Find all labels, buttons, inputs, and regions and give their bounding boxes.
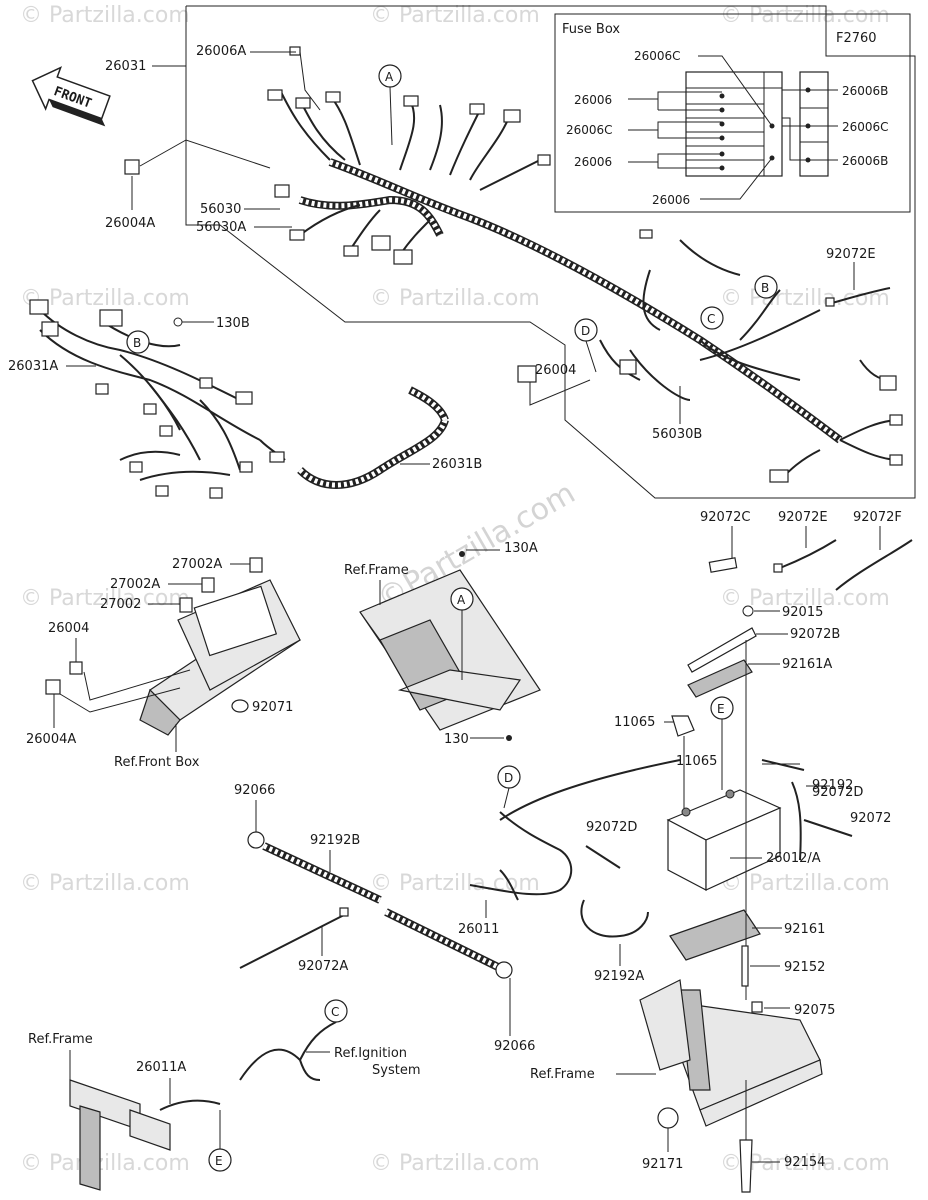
part-label: 130 [444, 732, 469, 747]
part-label: 11065 [676, 754, 717, 769]
part-label: 92075 [794, 1003, 835, 1018]
callout-c: C [707, 312, 715, 326]
part-label: 92072B [790, 627, 840, 642]
watermark: © Partzilla.com [720, 871, 890, 896]
watermark: © Partzilla.com [20, 586, 190, 611]
watermark: © Partzilla.com [370, 1151, 540, 1176]
part-label: 92072A [298, 959, 348, 974]
part-label: 26031B [432, 457, 482, 472]
watermark: © Partzilla.com [20, 871, 190, 896]
part-label: 92171 [642, 1157, 683, 1172]
part-label: 26012/A [766, 851, 821, 866]
part-label: 92192B [310, 833, 360, 848]
ref-label: System [372, 1063, 420, 1078]
front-arrow-icon: FRONT [31, 66, 111, 127]
part-label: 92072F [853, 510, 902, 525]
part-label: 92192 [812, 778, 853, 793]
part-label: 26006B [842, 154, 888, 168]
diagram-code: F2760 [836, 31, 877, 46]
watermark: © Partzilla.com [20, 1151, 190, 1176]
part-label: 26006C [566, 123, 613, 137]
part-label: 27002A [172, 557, 222, 572]
part-label: 92066 [234, 783, 275, 798]
part-label: 26006A [196, 44, 246, 59]
part-label: 92072D [586, 820, 637, 835]
part-label: 26006C [842, 120, 889, 134]
part-label: 92072C [700, 510, 750, 525]
connector-26004 [517, 365, 537, 383]
battery-tray-group: Ref.Frame 92171 92154 [530, 979, 825, 1193]
watermark: © Partzilla.com [720, 3, 890, 28]
ref-label: Ref.Frame [28, 1032, 93, 1047]
callout-e: E [215, 1154, 223, 1168]
callout-c: C [331, 1005, 339, 1019]
watermark: © Partzilla.com [20, 3, 190, 28]
callout-b: B [761, 281, 769, 295]
callout-a: A [457, 593, 466, 607]
part-label: 92071 [252, 700, 293, 715]
part-label: 92161A [782, 657, 832, 672]
part-label: 26004A [26, 732, 76, 747]
part-label: 92072D [812, 785, 863, 800]
part-label: 92152 [784, 960, 825, 975]
loom-92192B: 92066 92192B 92072A 92066 [234, 783, 535, 1054]
part-label: 56030A [196, 220, 246, 235]
frame-left-group: Ref.Frame C Ref.Ignition System 26011A E [28, 999, 420, 1191]
part-label: 11065 [614, 715, 655, 730]
part-label: 26004 [48, 621, 89, 636]
ties-group: 92072C 92072E 92072F [700, 510, 913, 591]
ref-label: Ref.Ignition [334, 1046, 407, 1061]
part-label: 56030 [200, 202, 241, 217]
part-label: 130A [504, 541, 538, 556]
part-label: 26006B [842, 84, 888, 98]
battery-group: 92015 92072B 92161A 11065 E 11065 26012/… [580, 605, 891, 1018]
fuse-box-title: Fuse Box [562, 22, 620, 37]
ref-label: Ref.Frame [530, 1067, 595, 1082]
main-harness-group: F2760 Fuse Box [31, 5, 916, 499]
ref-label: Ref.Frame [344, 563, 409, 578]
front-box-group: 27002A 27002A 27002 26004 26004A 92071 R… [26, 557, 301, 770]
part-label: 92066 [494, 1039, 535, 1054]
part-label: 92192A [594, 969, 644, 984]
part-label: 26004A [105, 216, 155, 231]
part-label: 92161 [784, 922, 825, 937]
callout-d: D [581, 324, 590, 338]
part-label: 27002A [110, 577, 160, 592]
part-label: 92072E [778, 510, 828, 525]
watermark: © Partzilla.com [370, 3, 540, 28]
sub-harness-26031A: B 130B 26031A [8, 299, 286, 499]
part-label: 92015 [782, 605, 823, 620]
callout-a: A [385, 70, 394, 84]
part-label: 27002 [100, 597, 141, 612]
part-label: 92154 [784, 1155, 825, 1170]
part-label: 26004 [535, 363, 576, 378]
battery-cable-26011: 130 D 26011 [444, 732, 681, 937]
part-label: 26011 [458, 922, 499, 937]
frame-mid-group: Ref.Frame 130A A [344, 541, 541, 731]
callout-d: D [504, 771, 513, 785]
fuse-block [628, 55, 838, 200]
part-label: 26011A [136, 1060, 186, 1075]
part-label: 26006 [652, 193, 690, 207]
callout-b: B [133, 336, 141, 350]
part-label: 26031 [105, 59, 146, 74]
part-label: 56030B [652, 427, 702, 442]
part-label: 26031A [8, 359, 58, 374]
part-label: 92072 [850, 811, 891, 826]
watermark: © Partzilla.com [370, 286, 540, 311]
callout-e: E [717, 702, 725, 716]
ref-label: Ref.Front Box [114, 755, 200, 770]
watermark: © Partzilla.com [720, 286, 890, 311]
part-label: 26006 [574, 93, 612, 107]
part-label: 92072E [826, 247, 876, 262]
part-label: 26006C [634, 49, 681, 63]
part-label: 130B [216, 316, 250, 331]
part-label: 26006 [574, 155, 612, 169]
harness-26031B: 26031B [297, 386, 482, 489]
fuse-box-frame [554, 13, 911, 213]
connector-26004A-top [124, 159, 140, 175]
